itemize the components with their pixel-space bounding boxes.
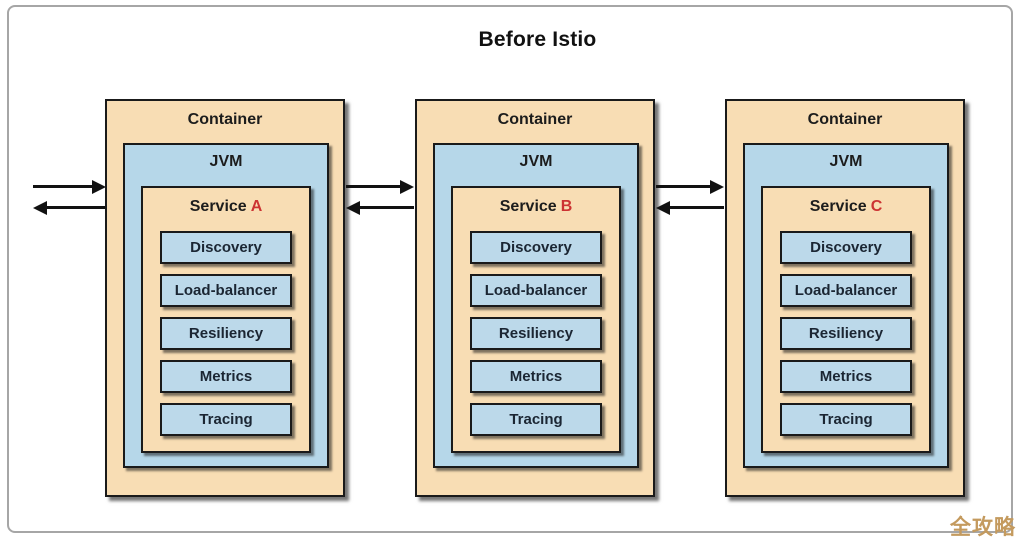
arrow-right-icon [33,180,106,194]
module-metrics: Metrics [470,360,602,393]
module-tracing: Tracing [780,403,912,436]
jvm-label: JVM [519,153,553,170]
container-label: Container [187,111,263,128]
service-name: Service [189,198,247,215]
module-load-balancer: Load-balancer [160,274,292,307]
arrow-right-icon [346,180,414,194]
jvm-label: JVM [829,153,863,170]
module-tracing: Tracing [160,403,292,436]
module-list: Discovery Load-balancer Resiliency Metri… [780,231,912,436]
watermark-text: 全攻略 [950,516,1016,539]
module-load-balancer: Load-balancer [470,274,602,307]
arrow-left-icon [346,201,414,215]
container-label: Container [497,111,573,128]
module-discovery: Discovery [780,231,912,264]
module-resiliency: Resiliency [160,317,292,350]
module-list: Discovery Load-balancer Resiliency Metri… [470,231,602,436]
arrow-group-left-edge [33,180,106,218]
module-resiliency: Resiliency [470,317,602,350]
module-list: Discovery Load-balancer Resiliency Metri… [160,231,292,436]
module-discovery: Discovery [160,231,292,264]
module-tracing: Tracing [470,403,602,436]
module-load-balancer: Load-balancer [780,274,912,307]
service-id: B [560,198,573,215]
service-id: C [870,198,883,215]
service-id: A [250,198,263,215]
arrow-left-icon [33,201,106,215]
arrow-right-icon [656,180,724,194]
module-metrics: Metrics [780,360,912,393]
jvm-label: JVM [209,153,243,170]
arrow-group-b-c [656,180,724,218]
container-label: Container [807,111,883,128]
module-discovery: Discovery [470,231,602,264]
diagram-title: Before Istio [478,28,597,51]
service-name: Service [499,198,557,215]
arrow-left-icon [656,201,724,215]
arrow-group-a-b [346,180,414,218]
module-metrics: Metrics [160,360,292,393]
module-resiliency: Resiliency [780,317,912,350]
service-name: Service [809,198,867,215]
